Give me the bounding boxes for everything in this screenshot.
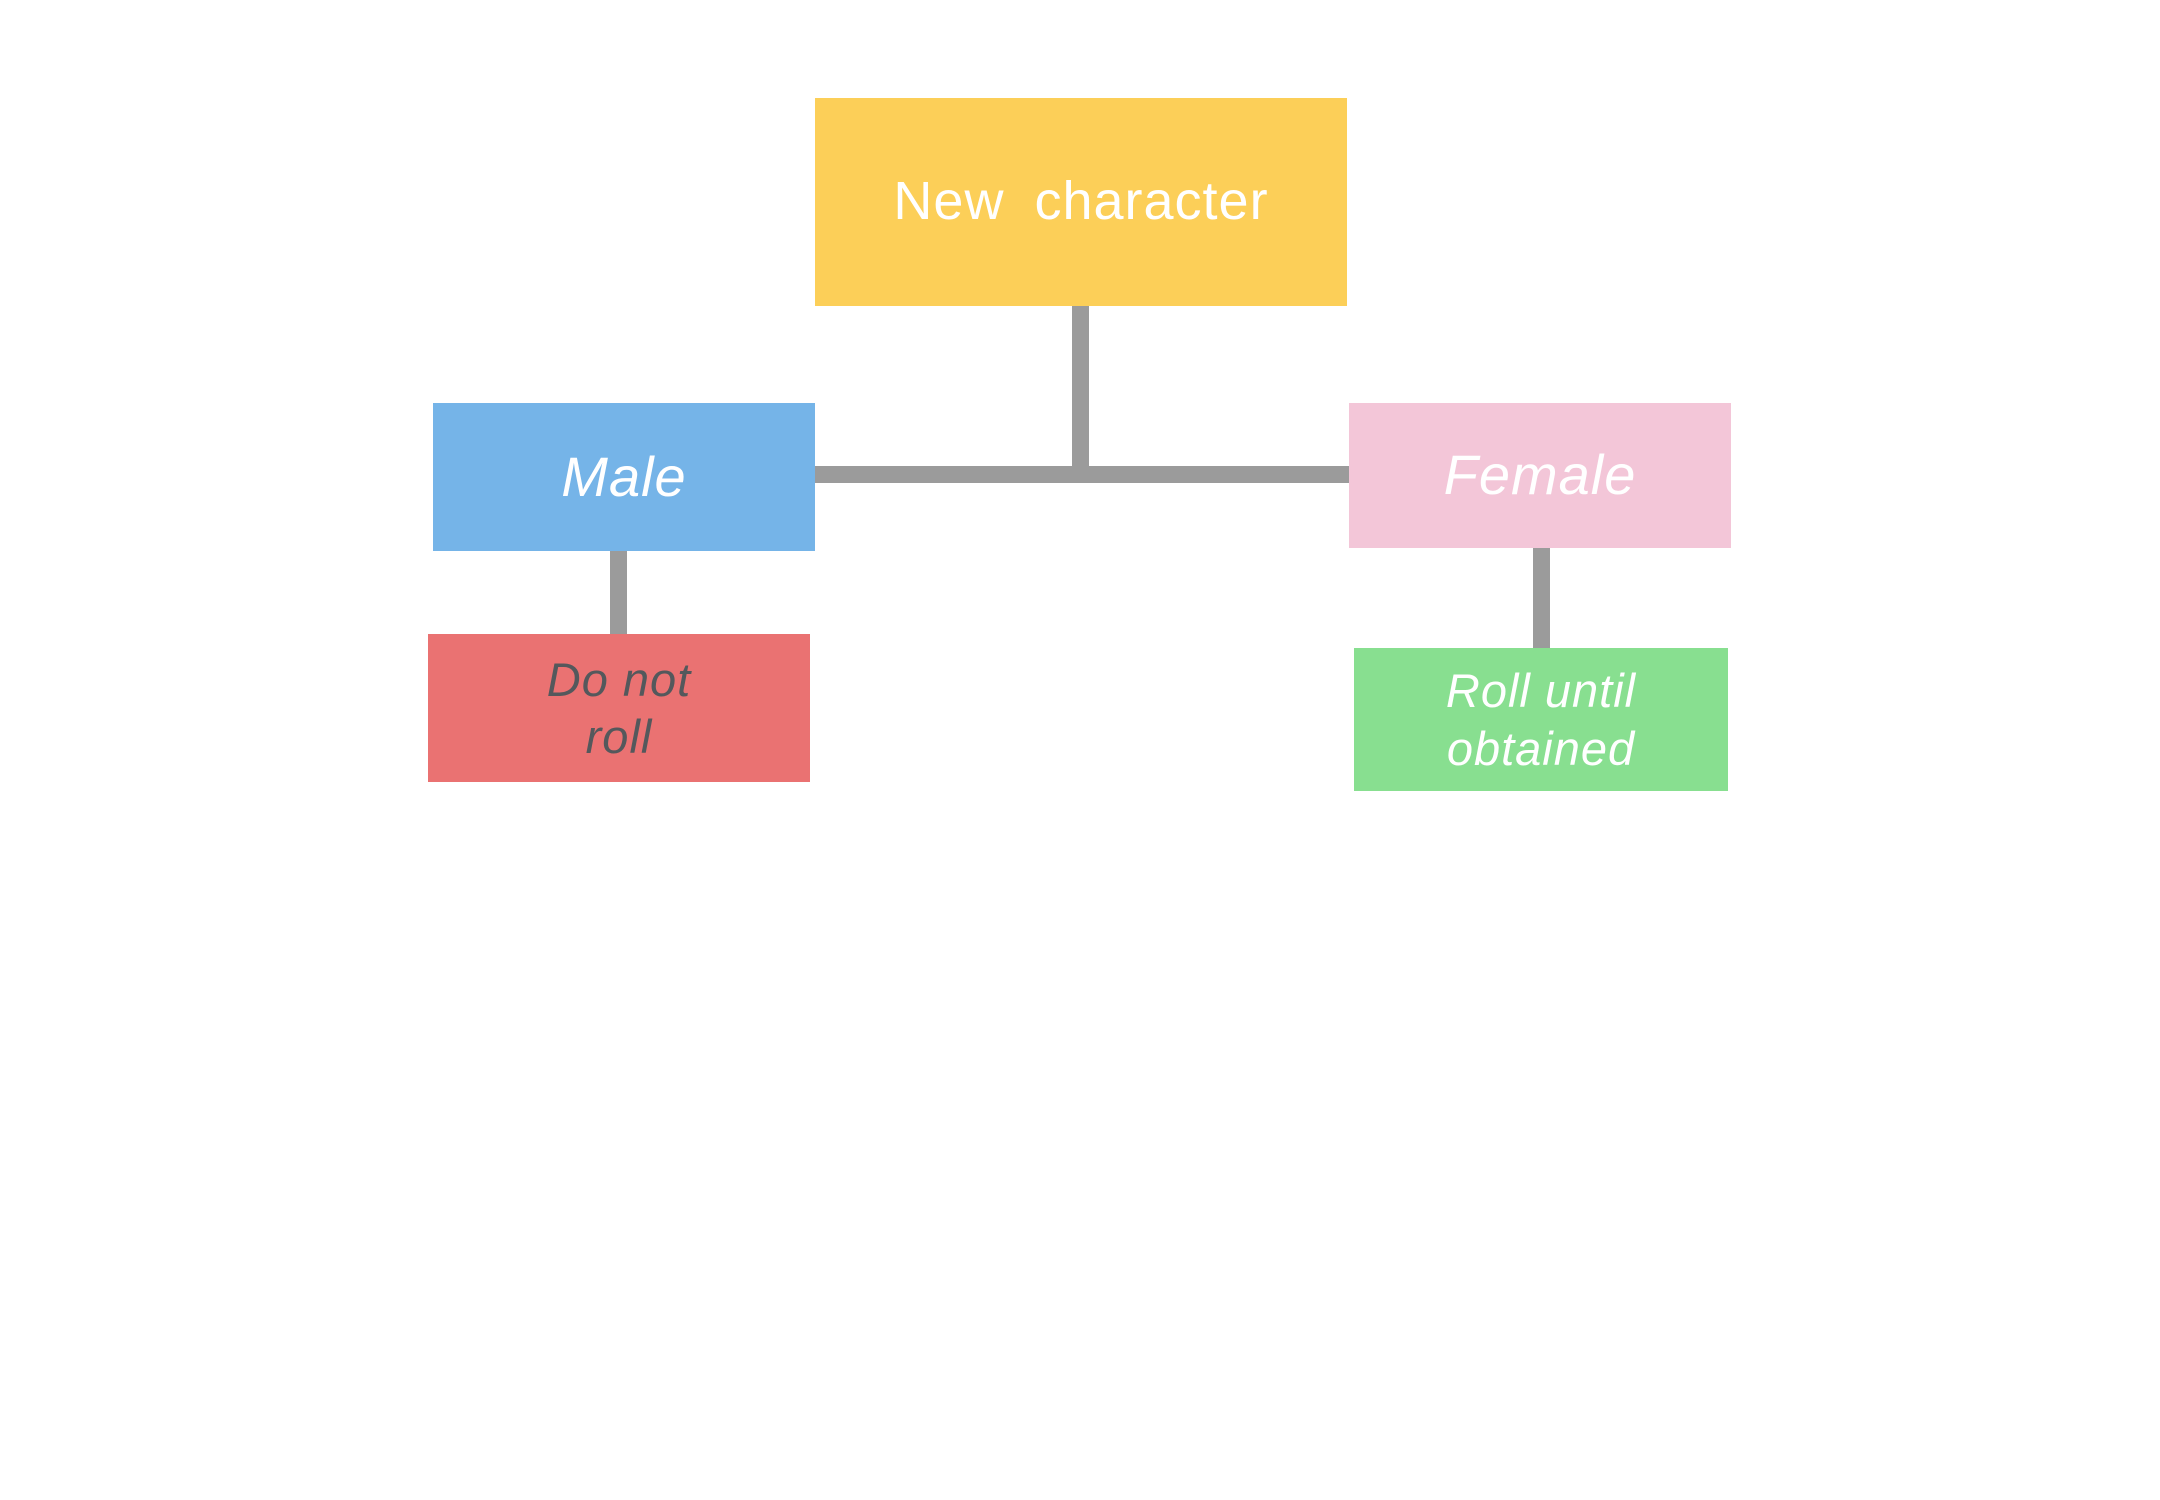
node-female: Female: [1349, 403, 1731, 548]
connector-male-to-do-not-roll: [610, 549, 627, 636]
node-do-not-roll-label-line2: roll: [585, 710, 653, 763]
node-do-not-roll-label-line1: Do not: [546, 652, 692, 706]
node-male: Male: [433, 403, 815, 551]
node-new-character-label: New character: [893, 171, 1269, 232]
node-do-not-roll: Do not roll: [428, 634, 810, 782]
node-male-label: Male: [561, 444, 687, 508]
node-roll-until-obtained: Roll until obtained: [1354, 648, 1728, 791]
connector-female-to-roll-until-obtained: [1533, 546, 1550, 650]
node-female-label: Female: [1443, 443, 1637, 507]
node-roll-until-obtained-label-line1: Roll until: [1445, 664, 1637, 718]
node-roll-until-obtained-label-line2: obtained: [1446, 721, 1636, 775]
connector-root-stem: [1072, 306, 1089, 475]
node-new-character: New character: [815, 98, 1347, 306]
connector-branch-bar: [815, 466, 1349, 483]
